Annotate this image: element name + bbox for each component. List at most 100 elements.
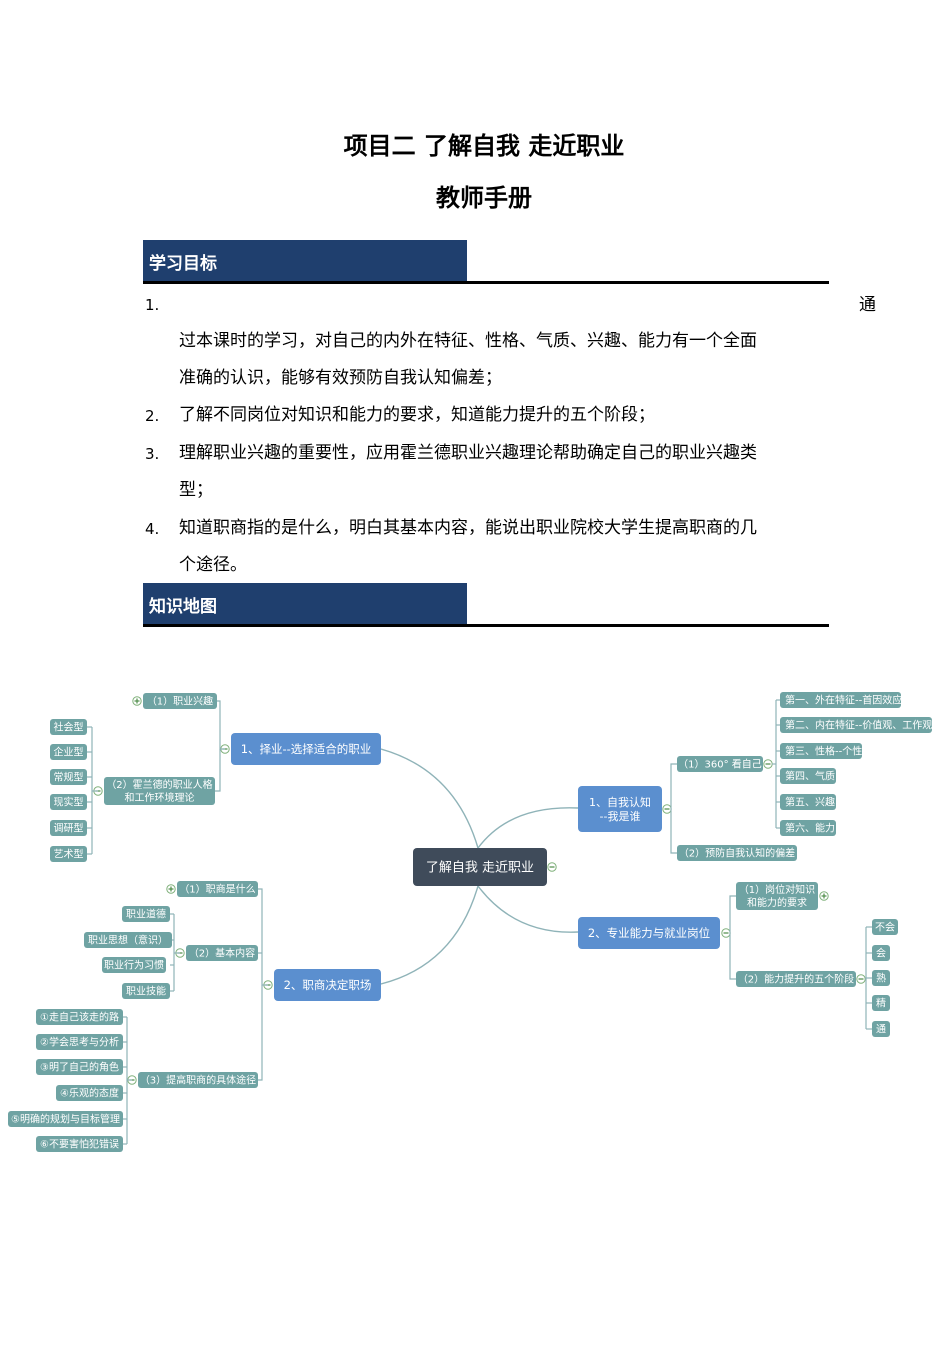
node-label: 职业技能: [126, 985, 166, 998]
node-self-aspect: 第五、兴趣: [780, 794, 836, 810]
node-box: [186, 945, 258, 961]
node-cq-way: ①走自己该走的路: [36, 1009, 123, 1025]
node-label: 第五、兴趣: [785, 796, 835, 809]
objective-line: 了解不同岗位对知识和能力的要求，知道能力提升的五个阶段；: [179, 405, 655, 425]
section-header-objectives: 学习目标: [143, 240, 467, 282]
node-box: [231, 733, 381, 765]
node-label: 1、自我认知: [589, 795, 651, 809]
section-label: 学习目标: [149, 254, 217, 274]
branch-curve-2: [380, 885, 479, 985]
collapse-icon[interactable]: [763, 759, 773, 769]
node-self-aspect: 第四、气质: [780, 768, 836, 784]
node-ability-stage: 通: [872, 1021, 890, 1037]
node-box: [578, 917, 720, 949]
objective-line: 过本课时的学习，对自己的内外在特征、性格、气质、兴趣、能力有一个全面: [179, 331, 757, 351]
expand-icon[interactable]: [166, 884, 176, 894]
node-cq-content-item: 职业思想（意识）: [84, 932, 172, 948]
node-label: 社会型: [54, 721, 84, 734]
node-label: 通: [876, 1024, 886, 1036]
node-label: 职业思想（意识）: [88, 934, 168, 947]
node-holland-type: 现实型: [50, 794, 87, 810]
collapse-icon[interactable]: [856, 974, 866, 984]
node-box: [50, 744, 87, 760]
node-box: [104, 777, 215, 805]
node-box: [143, 693, 217, 709]
node-box: [274, 969, 381, 1001]
node-holland-type: 企业型: [50, 744, 87, 760]
connector-line: [670, 809, 677, 854]
node-box: [102, 957, 166, 973]
node-label: ⑥不要害怕犯错误: [40, 1138, 119, 1151]
section-rule: [143, 281, 829, 284]
node-label: 2、专业能力与就业岗位: [588, 926, 710, 940]
objective-line: 个途径。: [179, 555, 247, 575]
expand-icon[interactable]: [819, 891, 829, 901]
objective-number: 2.: [145, 407, 160, 425]
node-label: 精: [876, 997, 886, 1010]
page-subtitle: 教师手册: [436, 184, 532, 212]
node-label: 第六、能力: [785, 822, 835, 835]
objective-number: 4.: [145, 520, 160, 538]
node-label: 会: [876, 947, 886, 960]
node-label: 企业型: [54, 746, 84, 759]
node-cq-way: ②学会思考与分析: [36, 1034, 123, 1050]
node-cq-content-item: 职业技能: [122, 983, 170, 999]
node-label: 调研型: [54, 822, 84, 835]
node-box: [50, 794, 87, 810]
collapse-icon[interactable]: [721, 928, 731, 938]
node-box: [872, 945, 890, 961]
node-label: （3）提高职商的具体途径: [140, 1074, 256, 1087]
section-header-map: 知识地图: [143, 583, 467, 625]
objective-line: 理解职业兴趣的重要性，应用霍兰德职业兴趣理论帮助确定自己的职业兴趣类: [179, 443, 757, 463]
node-box: [36, 1059, 123, 1075]
node-ability-stage: 会: [872, 945, 890, 961]
node-label: （1）职业兴趣: [147, 695, 213, 708]
node-cq-way: ④乐观的态度: [56, 1085, 123, 1101]
root-collapse-icon[interactable]: [547, 862, 557, 872]
node-box: [780, 820, 836, 836]
node-self-aspect: 第三、性格--个性: [780, 743, 862, 759]
node-label: --我是谁: [600, 810, 641, 823]
node-label: 职业行为习惯: [104, 959, 164, 972]
node-label: 现实型: [54, 796, 84, 809]
node-box: [677, 845, 797, 861]
node-label: 第一、外在特征--首因效应: [785, 694, 902, 707]
connector-line: [729, 933, 736, 980]
node-box: [780, 717, 932, 733]
node-label: 第四、气质: [785, 770, 835, 783]
node-label: 和能力的要求: [747, 896, 807, 909]
branch-curve-1: [380, 748, 479, 849]
node-label: ⑤明确的规划与目标管理: [11, 1113, 120, 1126]
collapse-icon[interactable]: [662, 804, 672, 814]
node-box: [780, 768, 836, 784]
node-label: ②学会思考与分析: [40, 1036, 119, 1049]
node-cq-way: ③明了自己的角色: [36, 1059, 123, 1075]
node-holland-type: 社会型: [50, 719, 87, 735]
objective-number: 3.: [145, 445, 160, 463]
node-box: [780, 794, 836, 810]
branch-curve-3: [477, 807, 579, 849]
objective-number: 1.: [145, 296, 160, 314]
node-cq-way: ⑥不要害怕犯错误: [36, 1136, 123, 1152]
node-label: （2）基本内容: [189, 947, 255, 960]
objective-lead: 通: [859, 295, 876, 315]
node-holland-type: 调研型: [50, 820, 87, 836]
node-cq-improvement-ways: （3）提高职商的具体途径: [138, 1072, 258, 1088]
node-self-aspect: 第一、外在特征--首因效应: [780, 692, 902, 708]
node-box: [413, 848, 547, 886]
node-ability-stage: 不会: [872, 919, 898, 935]
node-cq-content-item: 职业行为习惯: [102, 957, 166, 973]
connector-line: [258, 985, 263, 1081]
node-box: [50, 820, 87, 836]
node-box: [56, 1085, 123, 1101]
node-label: 熟: [876, 972, 886, 985]
node-360-view: （1）360° 看自己: [677, 756, 763, 772]
node-box: [138, 1072, 258, 1088]
expand-icon[interactable]: [132, 696, 142, 706]
node-label: ④乐观的态度: [60, 1087, 119, 1100]
knowledge-mindmap: 了解自我 走近职业1、择业--选择适合的职业（1）职业兴趣（2）霍兰德的职业人格…: [8, 692, 932, 1152]
connector-line: [258, 888, 268, 986]
node-box: [122, 983, 170, 999]
node-label: （1）职商是什么: [179, 883, 255, 896]
